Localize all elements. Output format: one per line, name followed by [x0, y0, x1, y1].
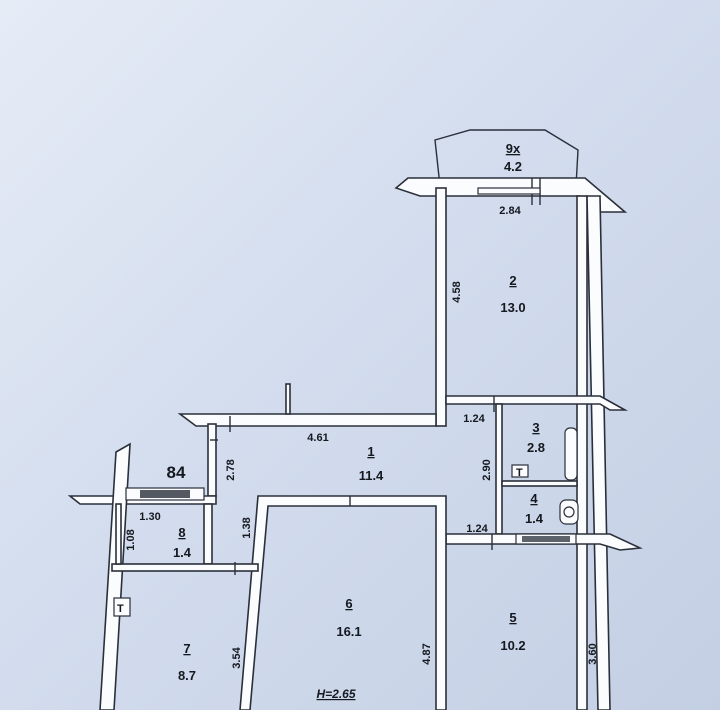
room-5-area: 10.2: [500, 638, 525, 653]
gas-stove: [113, 597, 131, 617]
dim-closet-depth: 2.78: [225, 459, 237, 480]
bathtub: [564, 427, 578, 481]
dim-balcony-width: 2.84: [499, 205, 521, 217]
room-6-number: 6: [345, 596, 352, 611]
apartment-number-label: 84: [167, 463, 186, 482]
towel-rail-mark: T: [516, 467, 523, 479]
dim-bath-wc-length: 2.90: [481, 459, 493, 480]
dim-room6-length: 4.87: [421, 643, 433, 664]
dim-wc-width: 1.24: [466, 523, 488, 535]
dimension-labels: 2.84 4.58 4.61 1.24 1.24 2.90 3.60 4.87 …: [125, 205, 599, 669]
exterior-right-wall: [576, 195, 588, 710]
closet8-bottom-wall: [111, 563, 259, 572]
dim-room7-length: 3.54: [231, 646, 243, 668]
left-exterior-wall: [99, 442, 131, 710]
room2-left-wall: [435, 187, 447, 427]
gas-stove-mark: T: [117, 603, 124, 615]
room-2-area: 13.0: [500, 300, 525, 315]
room-3-number: 3: [532, 420, 539, 435]
dim-room2-length: 4.58: [451, 281, 463, 302]
room-5-number: 5: [509, 610, 516, 625]
dim-closet8-width: 1.30: [139, 511, 160, 523]
dim-closet8-length: 1.08: [125, 529, 137, 550]
dim-room5-length: 3.60: [587, 643, 599, 664]
radiator-closet8: [125, 487, 205, 501]
room-1-area: 11.4: [359, 468, 384, 483]
radiator-wc: [515, 533, 577, 545]
bath-wc-separator: [501, 480, 578, 487]
room-7-area: 8.7: [178, 668, 196, 683]
room-3-area: 2.8: [527, 440, 545, 455]
balcony-door-sill: [477, 187, 541, 195]
ceiling-height-label: Н=2.65: [316, 687, 355, 701]
dim-hall-small: 1.38: [241, 517, 253, 538]
room2-bottom-wall: [445, 395, 629, 411]
right-lower-wall: [586, 195, 611, 710]
room-6-area: 16.1: [336, 624, 361, 639]
closet-column: [207, 423, 217, 497]
room-4-number: 4: [530, 491, 538, 506]
room-7-number: 7: [183, 641, 190, 656]
room-2-number: 2: [509, 273, 516, 288]
hall-top-wall: [177, 413, 437, 427]
room-4-area: 1.4: [525, 511, 544, 526]
room-8-number: 8: [178, 525, 185, 540]
room6-outline: [239, 495, 447, 710]
towel-rail: [511, 464, 529, 478]
room-labels: 9х 4.2 2 13.0 1 11.4 3 2.8 4 1.4 5 10.2 …: [173, 141, 545, 683]
hall-stub-wall: [285, 383, 291, 415]
dim-hall-width: 4.61: [307, 432, 328, 444]
room-8-area: 1.4: [173, 545, 192, 560]
room-9x-area: 4.2: [504, 159, 522, 174]
dim-bath-width: 1.24: [463, 413, 485, 425]
closet8-left-wall: [115, 503, 122, 565]
fixtures: T T: [113, 178, 579, 617]
room-9x-number: 9х: [506, 141, 521, 156]
closet8-right-wall: [203, 503, 213, 565]
walls: [67, 129, 643, 710]
room-1-number: 1: [367, 444, 374, 459]
bath-left-wall: [495, 403, 503, 535]
